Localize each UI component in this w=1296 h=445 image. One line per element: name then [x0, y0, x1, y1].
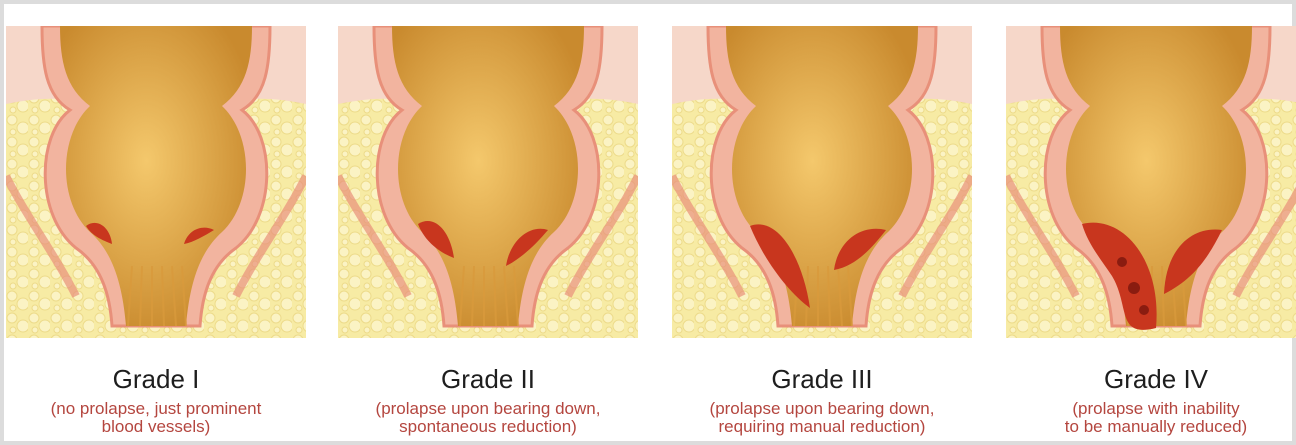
- grade-title: Grade IV: [991, 364, 1296, 394]
- grade-3-caption: Grade III (prolapse upon bearing down, r…: [657, 364, 987, 436]
- grade-description: (no prolapse, just prominent blood vesse…: [0, 400, 321, 436]
- grade-4-illustration: [1006, 26, 1296, 338]
- grade-3-illustration: [672, 26, 972, 338]
- illustration-frame: Grade I (no prolapse, just prominent blo…: [4, 4, 1292, 441]
- anal-canal-diagram: [6, 26, 306, 338]
- grade-1-caption: Grade I (no prolapse, just prominent blo…: [0, 364, 321, 436]
- grade-2-illustration: [338, 26, 638, 338]
- grade-title: Grade I: [0, 364, 321, 394]
- grade-title: Grade II: [323, 364, 653, 394]
- grade-4-caption: Grade IV (prolapse with inability to be …: [991, 364, 1296, 436]
- grade-2-caption: Grade II (prolapse upon bearing down, sp…: [323, 364, 653, 436]
- anal-canal-diagram: [1006, 26, 1296, 338]
- grade-1-illustration: [6, 26, 306, 338]
- grade-description: (prolapse upon bearing down, requiring m…: [657, 400, 987, 436]
- grade-title: Grade III: [657, 364, 987, 394]
- anal-canal-diagram: [338, 26, 638, 338]
- anal-canal-diagram: [672, 26, 972, 338]
- grade-description: (prolapse upon bearing down, spontaneous…: [323, 400, 653, 436]
- grade-description: (prolapse with inability to be manually …: [991, 400, 1296, 436]
